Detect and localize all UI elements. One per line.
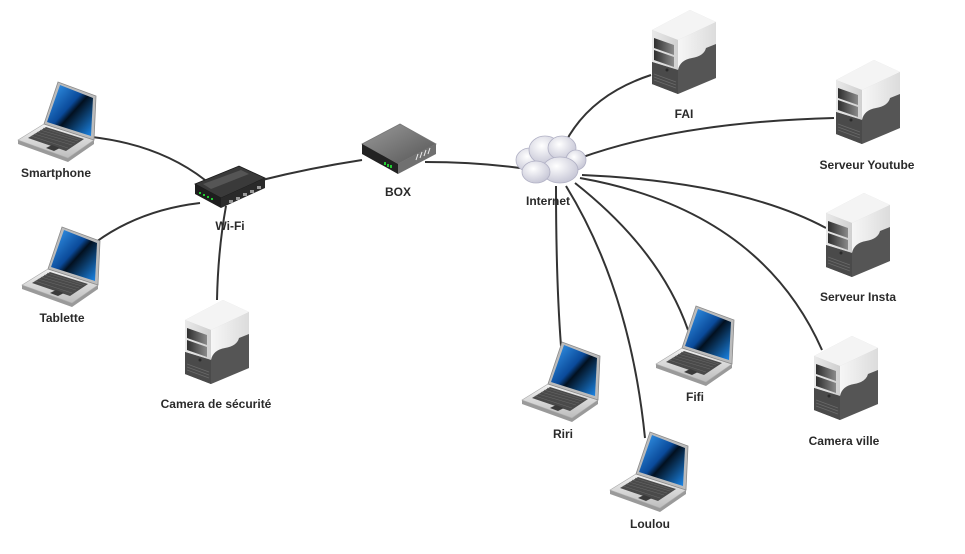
node-label-fifi: Fifi [686,390,704,404]
node-label-serveur-insta: Serveur Insta [819,290,897,304]
connections [91,74,835,439]
switch-icon-wifi[interactable] [194,165,266,208]
node-label-serveur-youtube: Serveur Youtube [819,158,915,172]
edge-tablette-wifi [95,202,201,243]
node-label-internet: Internet [525,194,571,208]
edge-internet-fai [564,74,652,144]
node-label-camera-securite: Camera de sécurité [160,397,272,411]
edge-internet-loulou [565,185,646,439]
server-icon-fai[interactable] [651,9,717,95]
laptop-icon-fifi[interactable] [655,305,735,387]
edge-internet-serveur-insta [581,174,827,229]
node-label-tablette: Tablette [39,311,85,325]
laptop-icon-smartphone[interactable] [17,81,97,163]
laptop-icon-loulou[interactable] [609,431,689,513]
server-icon-serveur-insta[interactable] [825,192,891,278]
router-icon-box[interactable] [361,123,437,174]
edge-camera-securite-wifi [216,205,227,301]
node-label-riri: Riri [552,427,574,441]
node-label-fai: FAI [674,107,694,121]
edge-smartphone-wifi [91,136,206,181]
edge-internet-fifi [574,182,689,331]
server-icon-camera-ville[interactable] [813,335,879,421]
server-icon-serveur-youtube[interactable] [835,59,901,145]
edge-box-internet [424,161,521,169]
cloud-icon-internet[interactable] [515,135,587,184]
laptop-icon-riri[interactable] [521,341,601,423]
node-label-loulou: Loulou [630,517,670,531]
edge-internet-riri [555,185,562,347]
edge-wifi-box [261,159,363,181]
node-label-smartphone: Smartphone [20,166,92,180]
edge-internet-camera-ville [579,177,823,351]
node-label-camera-ville: Camera ville [808,434,880,448]
laptop-icon-tablette[interactable] [21,226,101,308]
node-label-wifi: Wi-Fi [215,219,245,233]
edge-internet-serveur-youtube [579,117,835,159]
node-label-box: BOX [384,185,412,199]
server-icon-camera-securite[interactable] [184,299,250,385]
